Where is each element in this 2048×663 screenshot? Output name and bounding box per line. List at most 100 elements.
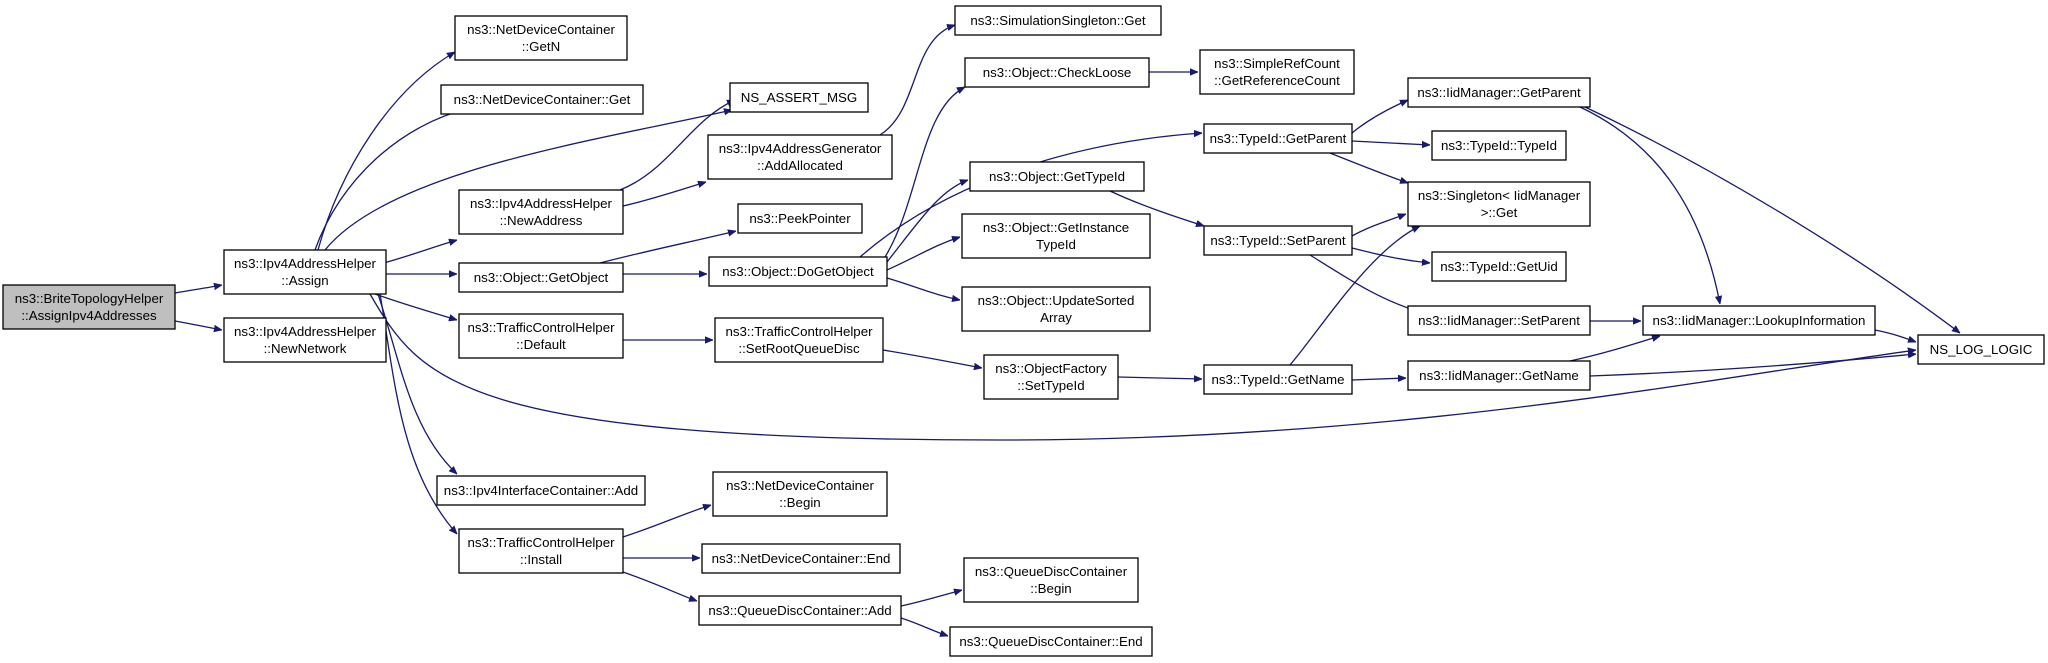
call-edge-n1-n6	[379, 240, 457, 265]
call-edge-n1-n37	[369, 293, 1916, 441]
function-node[interactable]: ns3::Ipv4AddressHelper::Assign	[223, 249, 387, 295]
call-edge-n27-n30	[1351, 99, 1408, 134]
node-label: ns3::Ipv4AddressHelper	[234, 256, 376, 271]
node-label: ::NewNetwork	[264, 341, 347, 356]
node-label: NS_ASSERT_MSG	[741, 90, 858, 105]
function-node[interactable]: NS_LOG_LOGIC	[1917, 334, 2045, 365]
function-node[interactable]: ns3::PeekPointer	[737, 203, 863, 234]
node-box	[961, 286, 1151, 332]
node-box	[440, 84, 644, 115]
node-box	[964, 57, 1150, 88]
function-node[interactable]: ns3::SimpleRefCount::GetReferenceCount	[1199, 49, 1355, 95]
node-box	[701, 543, 901, 574]
call-edge-n1-n8	[374, 293, 457, 320]
function-node[interactable]: ns3::TypeId::GetUid	[1431, 251, 1567, 282]
node-box	[969, 161, 1145, 192]
node-label: ns3::TypeId::SetParent	[1210, 233, 1346, 248]
function-node[interactable]: ns3::BriteTopologyHelper::AssignIpv4Addr…	[2, 284, 176, 330]
function-node[interactable]: ns3::NetDeviceContainer::GetN	[454, 15, 628, 61]
function-node[interactable]: ns3::NetDeviceContainer::Get	[440, 84, 644, 115]
function-node[interactable]: ns3::Object::DoGetObject	[708, 256, 888, 287]
node-label: NS_LOG_LOGIC	[1930, 342, 2033, 357]
node-label: ns3::NetDeviceContainer::Get	[454, 92, 631, 107]
node-label: ::AddAllocated	[757, 158, 843, 173]
node-box	[714, 317, 884, 363]
node-label: ::NewAddress	[500, 213, 583, 228]
node-label: ns3::TrafficControlHelper	[467, 535, 615, 550]
function-node[interactable]: ns3::Singleton< IidManager >::Get	[1407, 181, 1591, 227]
node-label: ::GetN	[522, 39, 560, 54]
function-node[interactable]: ns3::TypeId::TypeId	[1431, 130, 1567, 161]
function-node[interactable]: ns3::Object::CheckLoose	[964, 57, 1150, 88]
call-edge-n1-n3	[317, 51, 455, 251]
node-label: ns3::TypeId::TypeId	[1441, 138, 1557, 153]
node-label: ns3::Object::DoGetObject	[722, 264, 874, 279]
function-node[interactable]: ns3::TrafficControlHelper::Install	[458, 528, 624, 574]
nodes-layer: ns3::BriteTopologyHelper::AssignIpv4Addr…	[2, 5, 2045, 657]
node-label: ns3::Object::GetTypeId	[989, 169, 1125, 184]
function-node[interactable]: ns3::NetDeviceContainer::Begin	[712, 471, 888, 517]
function-node[interactable]: ns3::IidManager::GetParent	[1407, 77, 1591, 108]
function-node[interactable]: ns3::IidManager::LookupInformation	[1642, 305, 1876, 336]
node-box	[1407, 77, 1591, 108]
function-node[interactable]: ns3::Ipv4InterfaceContainer::Add	[436, 475, 646, 506]
function-node[interactable]: ns3::TrafficControlHelper::SetRootQueueD…	[714, 317, 884, 363]
function-node[interactable]: ns3::IidManager::GetName	[1407, 360, 1591, 391]
call-edge-n28-n34	[1309, 254, 1420, 312]
call-edge-n35-n36	[1569, 336, 1660, 362]
node-label: ns3::Ipv4AddressHelper	[234, 324, 376, 339]
node-box	[223, 317, 387, 363]
call-edge-n36-n37	[1874, 329, 1916, 342]
call-edge-n1-n5	[324, 110, 732, 251]
call-edge-n10-n16	[622, 505, 711, 538]
node-label: ns3::NetDeviceContainer	[467, 22, 615, 37]
call-edge-n18-n24	[900, 590, 962, 607]
function-node[interactable]: ns3::Ipv4AddressHelper::NewAddress	[458, 189, 624, 235]
function-node[interactable]: ns3::Object::GetObject	[458, 262, 624, 293]
call-edge-n7-n13	[599, 231, 736, 264]
call-edge-n20-n28	[1109, 190, 1204, 226]
function-node[interactable]: ns3::Ipv4AddressHelper::NewNetwork	[223, 317, 387, 363]
call-edge-n1-n9	[377, 293, 457, 474]
node-box	[949, 626, 1153, 657]
node-label: ns3::ObjectFactory	[995, 361, 1107, 376]
node-label: Array	[1040, 310, 1072, 325]
function-node[interactable]: ns3::QueueDiscContainer::End	[949, 626, 1153, 657]
node-label: ::Begin	[1030, 581, 1071, 596]
call-edge-n29-n32	[1289, 225, 1420, 366]
root-node-box	[2, 284, 176, 330]
node-label: ::SetTypeId	[1017, 378, 1084, 393]
function-node[interactable]: NS_ASSERT_MSG	[729, 82, 869, 113]
node-label: ns3::NetDeviceContainer::End	[712, 551, 891, 566]
call-edge-n28-n32	[1351, 213, 1406, 237]
node-label: ns3::Ipv4InterfaceContainer::Add	[444, 483, 638, 498]
call-edge-n14-n20	[886, 180, 968, 263]
function-node[interactable]: ns3::TypeId::GetParent	[1203, 123, 1353, 154]
function-node[interactable]: ns3::QueueDiscContainer::Add	[698, 595, 902, 626]
function-node[interactable]: ns3::SimulationSingleton::Get	[954, 5, 1162, 36]
node-label: ns3::IidManager::SetParent	[1418, 313, 1580, 328]
node-box	[737, 203, 863, 234]
function-node[interactable]: ns3::TypeId::SetParent	[1203, 225, 1353, 256]
node-box	[1203, 225, 1353, 256]
function-node[interactable]: ns3::NetDeviceContainer::End	[701, 543, 901, 574]
function-node[interactable]: ns3::Ipv4AddressGenerator::AddAllocated	[707, 134, 893, 180]
function-node[interactable]: ns3::Object::GetTypeId	[969, 161, 1145, 192]
function-node[interactable]: ns3::TypeId::GetName	[1203, 364, 1353, 395]
function-node[interactable]: ns3::QueueDiscContainer::Begin	[963, 557, 1139, 603]
node-label: ns3::Object::GetInstance	[983, 220, 1129, 235]
node-box	[983, 354, 1119, 400]
node-label: ::Default	[516, 337, 566, 352]
node-box	[1203, 364, 1353, 395]
node-label: ns3::Object::CheckLoose	[983, 65, 1132, 80]
function-node[interactable]: ns3::ObjectFactory::SetTypeId	[983, 354, 1119, 400]
call-edge-n14-n21	[886, 237, 960, 271]
node-box	[1431, 130, 1567, 161]
node-label: ns3::BriteTopologyHelper	[15, 291, 164, 306]
function-node[interactable]: ns3::TrafficControlHelper::Default	[458, 313, 624, 359]
node-box	[698, 595, 902, 626]
function-node[interactable]: ns3::IidManager::SetParent	[1407, 305, 1591, 336]
node-label: ns3::IidManager::GetParent	[1417, 85, 1581, 100]
